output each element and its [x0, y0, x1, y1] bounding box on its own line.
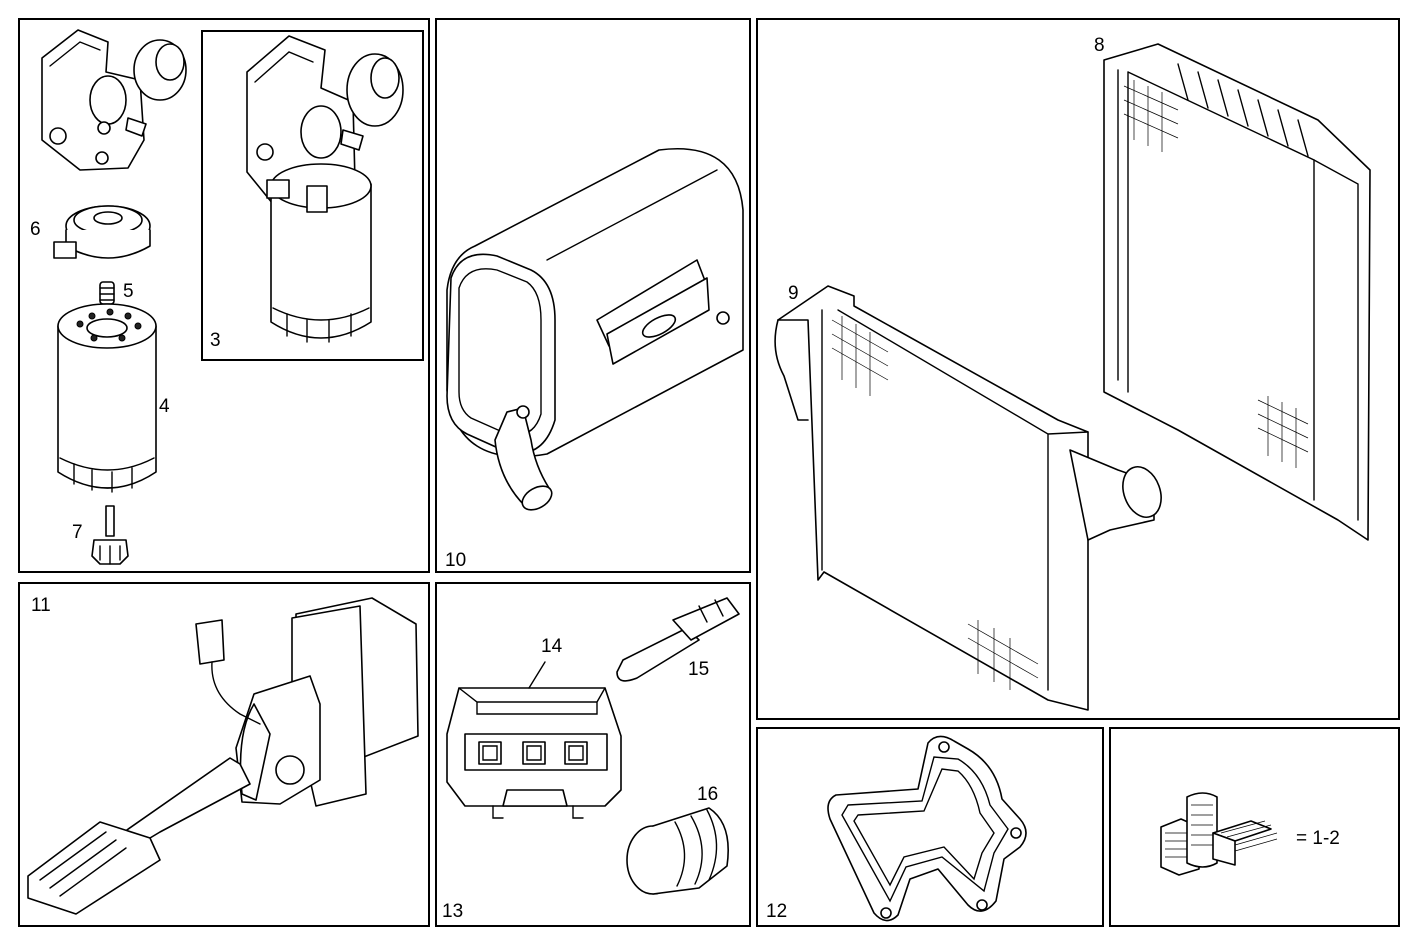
parts-catalog-icon	[1160, 792, 1278, 876]
callout-16: 16	[697, 784, 719, 805]
radiator-drawing	[774, 43, 1371, 711]
terminal-part	[616, 597, 740, 682]
legend-text: = 1-2	[1296, 828, 1340, 849]
filter-cartridge-part	[57, 303, 157, 493]
panel-connectors: 14 15 16 13	[435, 582, 751, 927]
panel-muffler: 10	[435, 18, 751, 573]
intercooler-part	[774, 285, 1162, 711]
sensor-part	[91, 505, 129, 565]
callout-11: 11	[31, 595, 51, 616]
panel-fuel-filter: 3 6 5 4 7	[18, 18, 430, 573]
filter-cap-part	[53, 205, 151, 259]
panel-radiator: 8 9	[756, 18, 1400, 720]
filter-head-part	[41, 29, 187, 171]
nipple-part	[99, 281, 115, 305]
gasket-drawing	[827, 735, 1027, 922]
filter-assembly-drawing	[246, 35, 404, 343]
pedal-drawing	[27, 597, 419, 915]
callout-13: 13	[442, 901, 464, 922]
callout-5: 5	[123, 281, 134, 302]
fuel-filter-drawing	[41, 29, 187, 565]
panel-pedal: 11	[18, 582, 430, 927]
callout-4: 4	[159, 396, 170, 417]
panel-legend: = 1-2	[1109, 727, 1400, 927]
callout-7: 7	[72, 522, 83, 543]
panel-gasket: 12	[756, 727, 1104, 927]
muffler-drawing	[446, 148, 744, 511]
callout-12: 12	[766, 901, 788, 922]
callout-9: 9	[788, 283, 799, 304]
callout-14: 14	[541, 636, 563, 657]
connector-housing-part	[446, 661, 622, 819]
seal-plug-part	[626, 807, 729, 895]
callout-8: 8	[1094, 35, 1105, 56]
callout-6: 6	[30, 219, 41, 240]
callout-15: 15	[688, 659, 710, 680]
connectors-drawing	[446, 597, 740, 895]
panel-filter-assembly: 3	[201, 30, 424, 361]
radiator-part	[1103, 43, 1371, 541]
callout-3: 3	[210, 330, 221, 351]
callout-10: 10	[445, 550, 467, 571]
